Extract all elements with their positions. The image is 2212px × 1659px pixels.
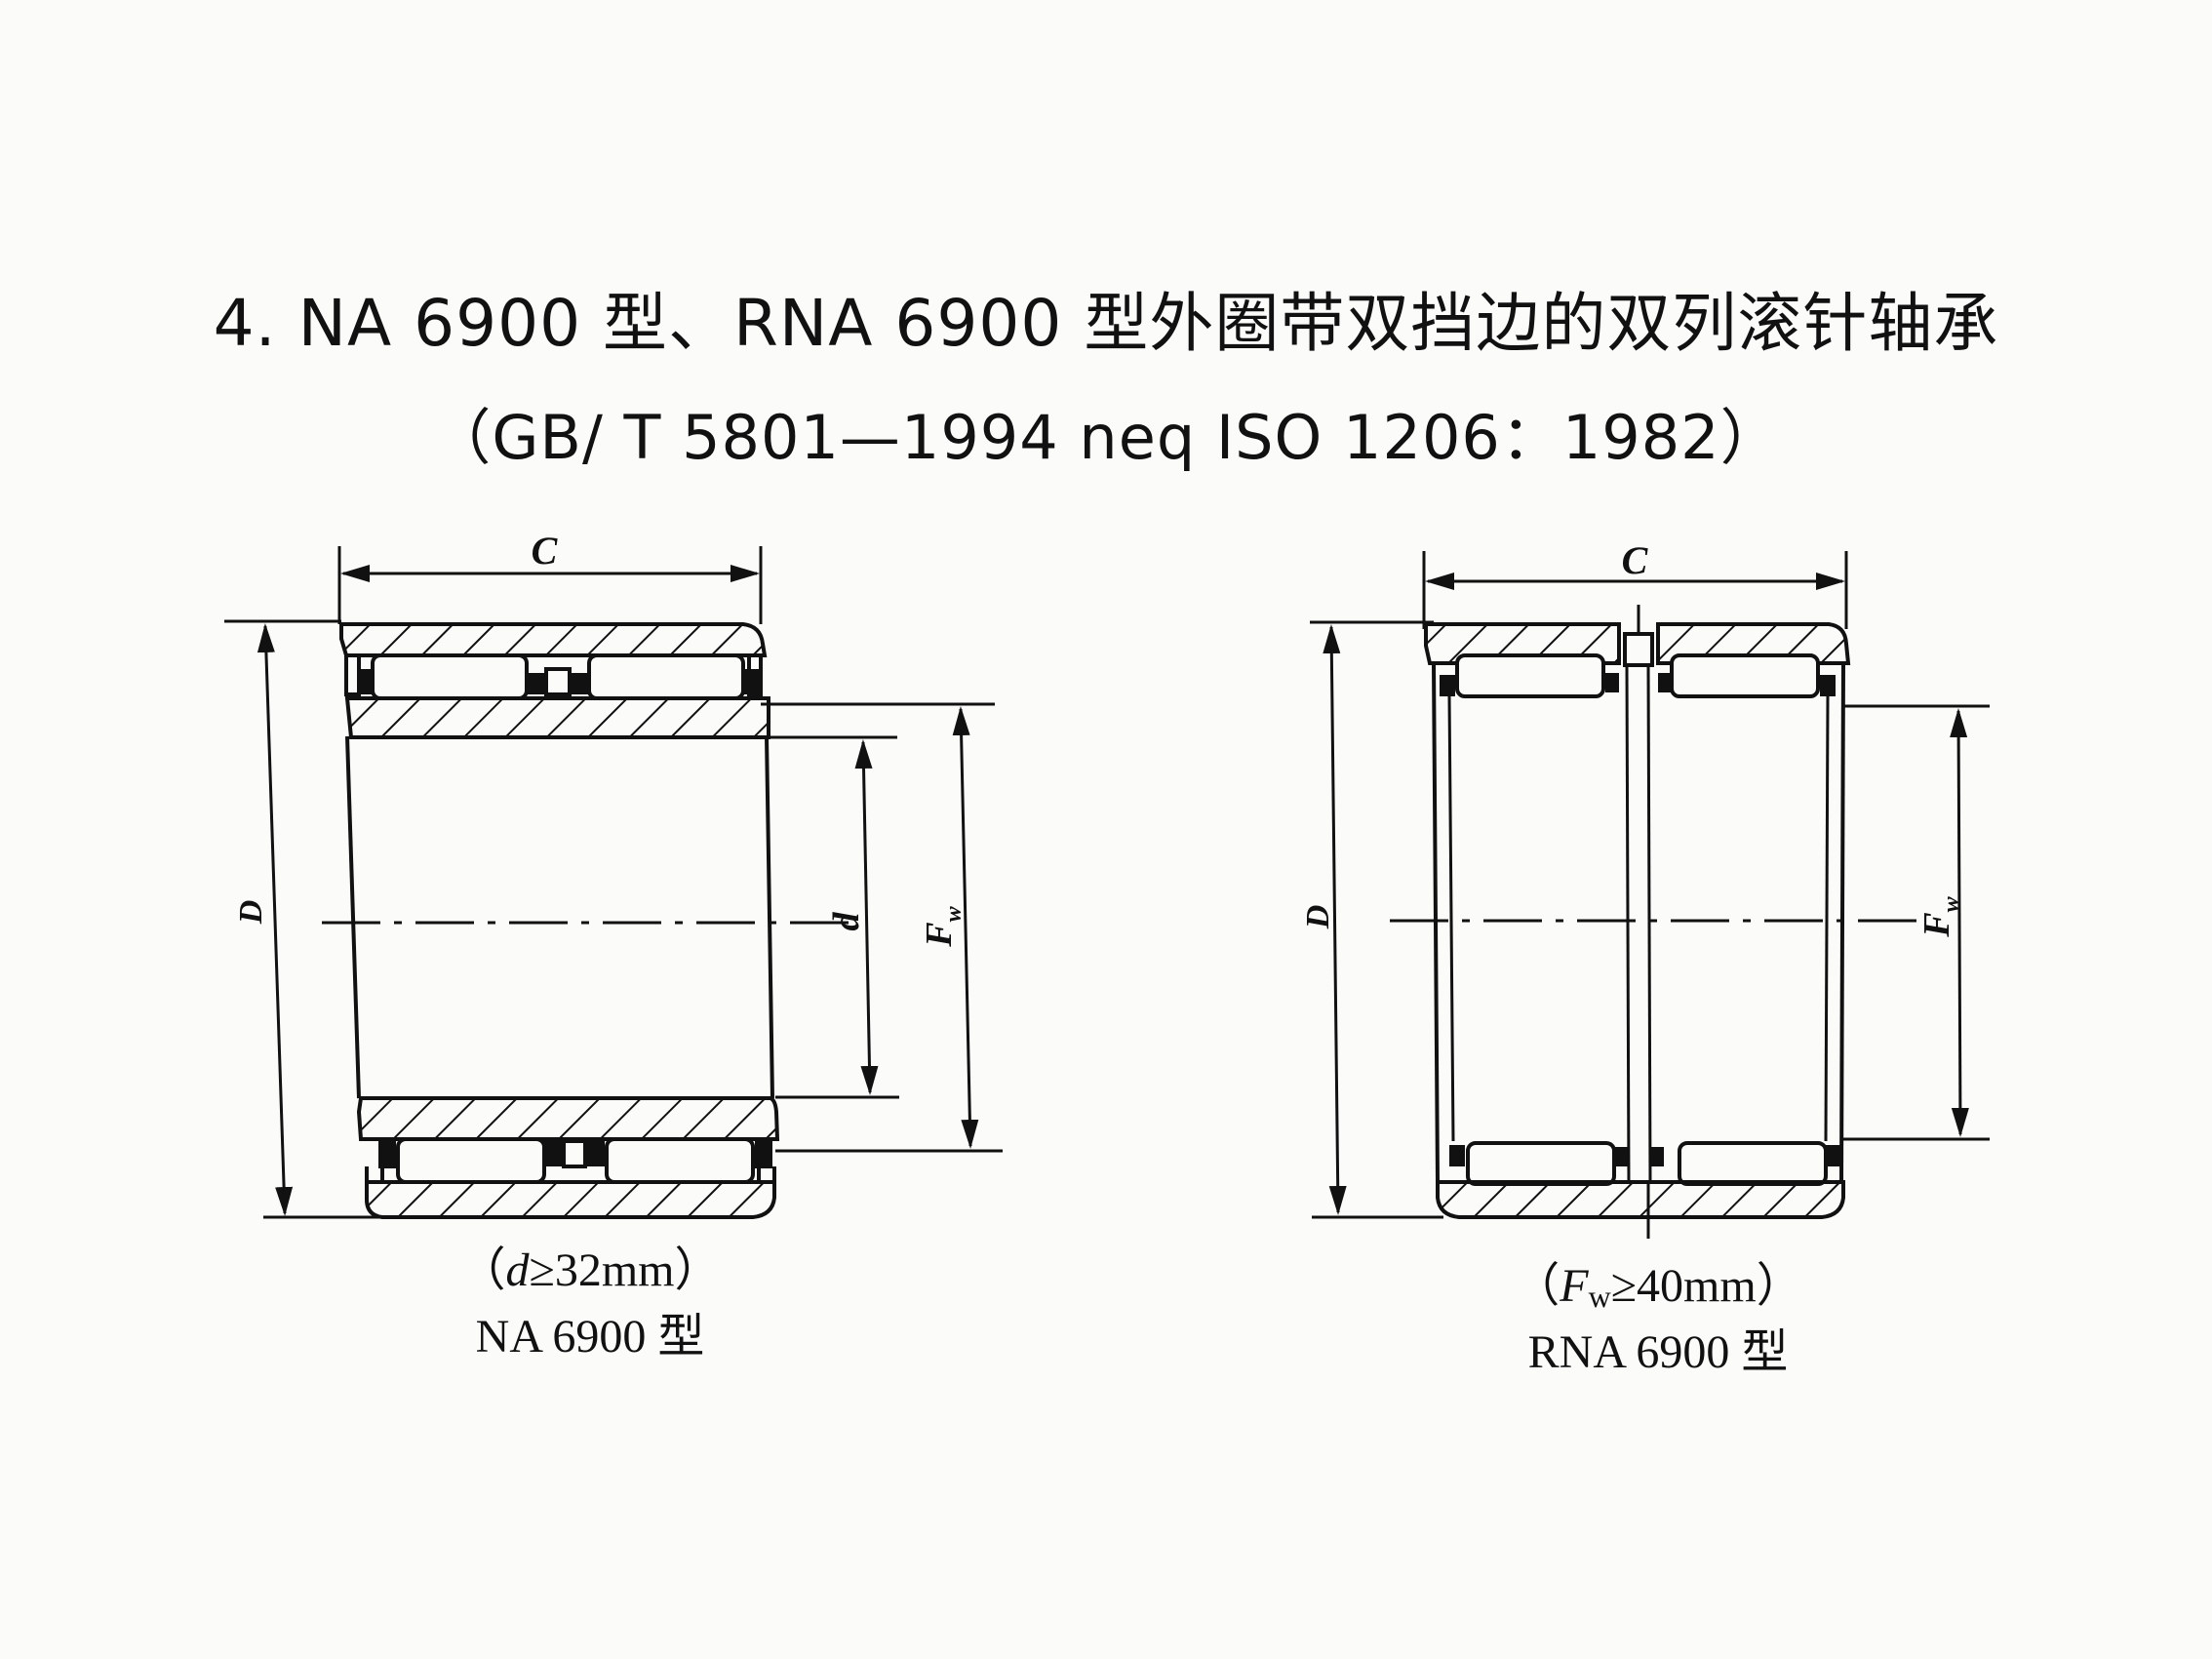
na-dim-d-bore: d	[826, 912, 867, 931]
rna6900-drawing	[1310, 551, 1990, 1239]
rna-type-label: RNA 6900 型	[1527, 1326, 1789, 1378]
na-condition-caption: （d≥32mm）	[346, 1231, 834, 1299]
na6900-drawing	[224, 546, 1003, 1219]
na-type-label: NA 6900 型	[475, 1311, 705, 1363]
na-dim-fw-main: F	[919, 922, 960, 947]
rna-dim-c: C	[1622, 538, 1649, 582]
standard-reference: （GB/ T 5801—1994 neq ISO 1206：1982）	[430, 402, 1782, 473]
na-dim-d-outer: D	[233, 900, 269, 926]
na-dim-fw-sub: w	[941, 905, 967, 922]
rna-dim-fw-main: F	[1916, 912, 1957, 937]
na-condition-open: （	[458, 1244, 506, 1296]
rna-dim-fw-sub: w	[1939, 895, 1964, 912]
rna-dim-d-outer: D	[1300, 905, 1336, 930]
na-condition-rest: ≥32mm）	[529, 1244, 722, 1296]
rna-condition-symbol: F	[1560, 1260, 1589, 1312]
rna-condition-rest: ≥40mm）	[1610, 1260, 1803, 1312]
na-dim-fw: Fw	[919, 905, 967, 947]
rna-dim-fw: Fw	[1916, 895, 1964, 937]
rna-condition-caption: （Fw≥40mm）	[1404, 1246, 1912, 1315]
page-title: 4. NA 6900 型、RNA 6900 型外圈带双挡边的双列滚针轴承	[213, 286, 1999, 361]
rna-condition-sub: w	[1588, 1279, 1611, 1314]
na-condition-symbol: d	[505, 1244, 530, 1296]
rna-condition-open: （	[1513, 1260, 1560, 1312]
na-dim-c: C	[532, 529, 559, 573]
